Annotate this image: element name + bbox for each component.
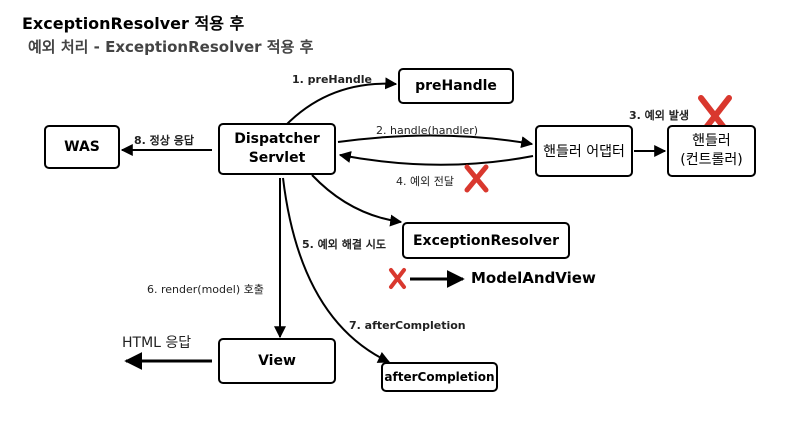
exception-resolver-box: ExceptionResolver bbox=[402, 222, 570, 259]
arrow-to-exception-resolver bbox=[311, 174, 403, 227]
label-step4: 4. 예외 전달 bbox=[396, 175, 454, 188]
arrow-after-completion bbox=[282, 177, 391, 363]
arrow-handle bbox=[337, 134, 534, 149]
model-and-view-label: ModelAndView bbox=[471, 269, 596, 287]
handler-controller-box: 핸들러 (컨트롤러) bbox=[667, 125, 756, 177]
view-box: View bbox=[218, 338, 336, 384]
arrow-prehandle bbox=[284, 77, 398, 127]
label-step5: 5. 예외 해결 시도 bbox=[302, 238, 387, 251]
after-completion-box: afterCompletion bbox=[381, 362, 498, 392]
x-mark-icon bbox=[464, 164, 489, 193]
x-mark-icon bbox=[389, 268, 406, 289]
was-box: WAS bbox=[44, 125, 120, 169]
label-step3: 3. 예외 발생 bbox=[629, 109, 689, 122]
page-title: ExceptionResolver 적용 후 bbox=[22, 14, 245, 33]
label-step7: 7. afterCompletion bbox=[349, 319, 466, 332]
html-response-label: HTML 응답 bbox=[122, 335, 192, 351]
label-step1: 1. preHandle bbox=[292, 73, 372, 86]
prehandle-box: preHandle bbox=[398, 68, 514, 104]
handler-adapter-box: 핸들러 어댑터 bbox=[535, 125, 633, 177]
page-subtitle: 예외 처리 - ExceptionResolver 적용 후 bbox=[28, 38, 314, 56]
label-step6: 6. render(model) 호출 bbox=[147, 283, 264, 296]
label-step2: 2. handle(handler) bbox=[376, 124, 479, 137]
arrow-exception-return bbox=[338, 151, 534, 166]
label-step8: 8. 정상 응답 bbox=[134, 134, 194, 147]
dispatcher-servlet-box: Dispatcher Servlet bbox=[218, 123, 336, 175]
